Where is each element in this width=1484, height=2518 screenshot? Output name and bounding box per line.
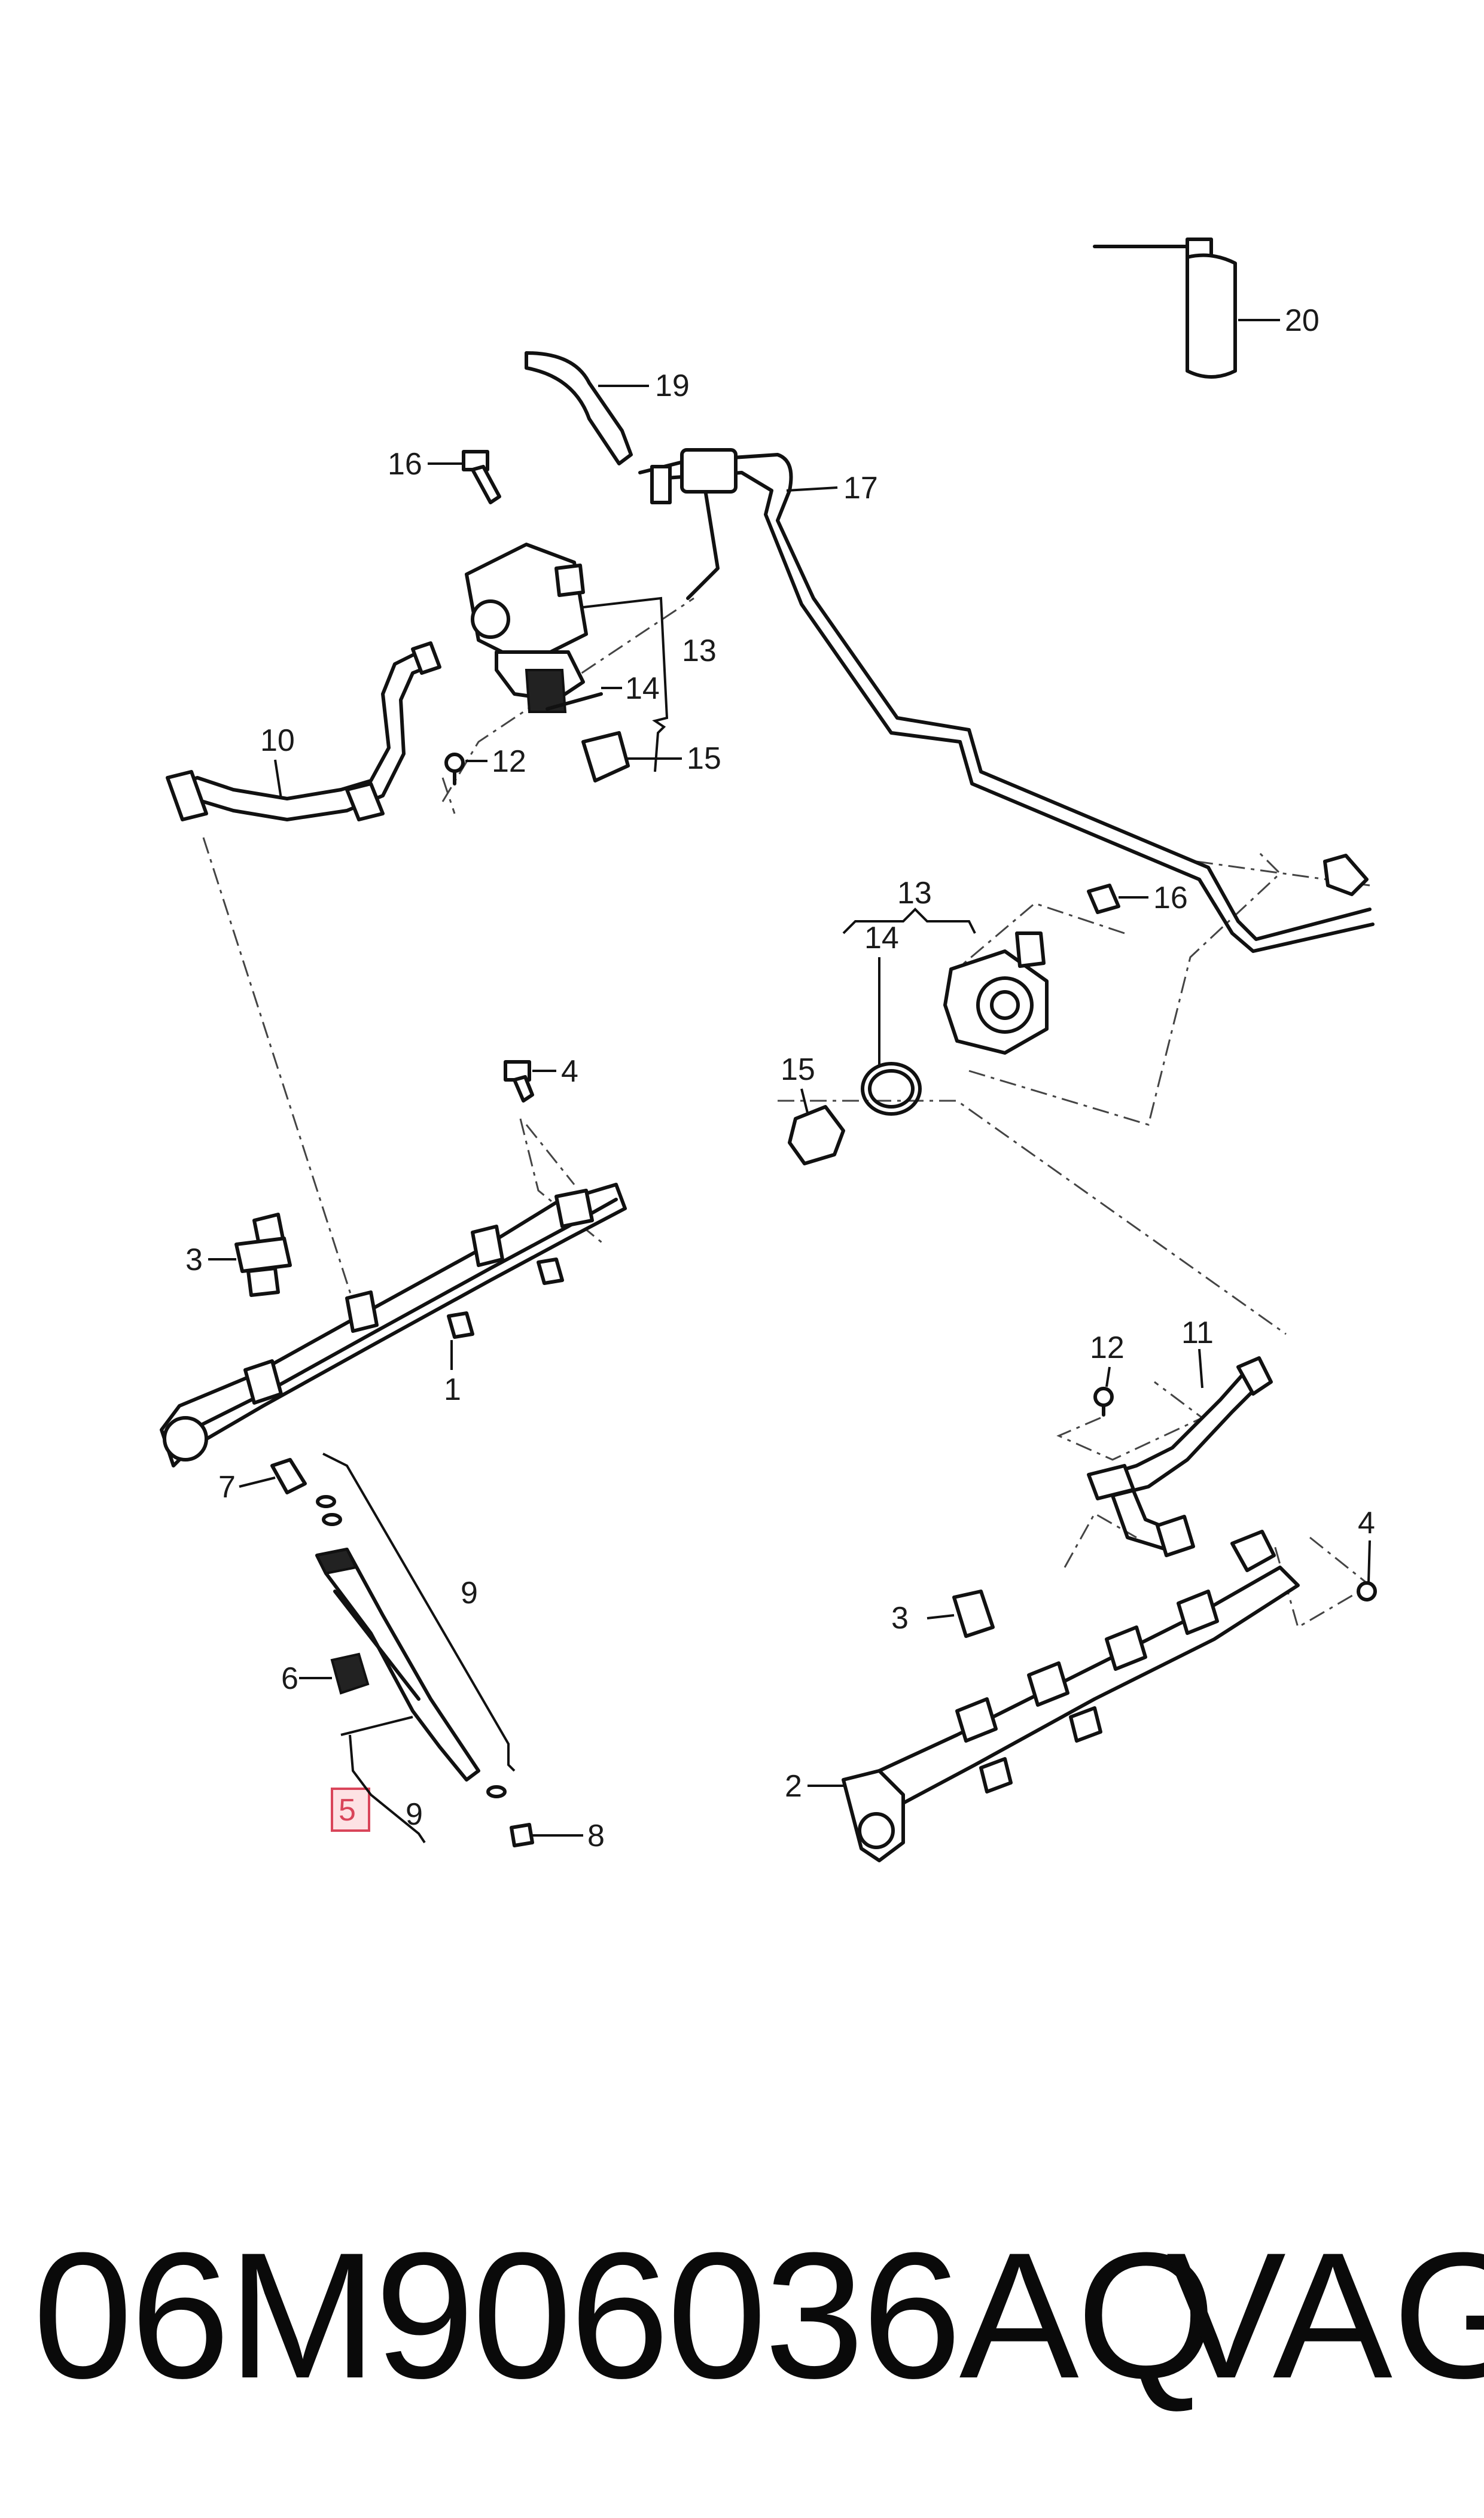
part-16-bolt-right: 16 [1087, 881, 1188, 915]
callout-14-top: 14 [625, 671, 660, 706]
part-7-clip: 7 [218, 1458, 307, 1505]
part-10-fuel-line: 10 [166, 641, 441, 821]
callout-12-right: 12 [1090, 1330, 1125, 1365]
part-1-fuel-rail: 1 [160, 1183, 627, 1467]
part-12-bolt-right: 12 [1090, 1330, 1125, 1417]
callout-7: 7 [218, 1470, 236, 1505]
callout-15-top: 15 [687, 741, 721, 776]
part-3-sensor-left: 3 [185, 1213, 292, 1297]
callout-13-top: 13 [682, 634, 717, 668]
part-5-injector-seal: 5 9 [331, 1734, 426, 1844]
part-11-fuel-line: 11 [1087, 1316, 1273, 1557]
callout-4-lower: 4 [1358, 1506, 1375, 1540]
callout-1: 1 [444, 1372, 461, 1407]
callout-5-highlight-box [331, 1788, 370, 1832]
callout-5[interactable]: 5 [339, 1793, 356, 1828]
part-8-clip: 8 [510, 1819, 605, 1853]
callout-9-upper: 9 [461, 1576, 478, 1610]
part-15-cup-right: 15 [781, 1052, 845, 1165]
callout-2: 2 [785, 1769, 802, 1804]
callout-14-right: 14 [864, 921, 899, 955]
part-6-nut: 6 [281, 1652, 370, 1696]
callout-11: 11 [1181, 1316, 1214, 1350]
callout-10: 10 [260, 723, 295, 758]
part-12-bolt-top: 12 [444, 744, 526, 785]
callout-3-left: 3 [185, 1243, 203, 1277]
part-number: 06M906036AQ [33, 2215, 1216, 2416]
part-3-sensor-right: 3 [891, 1590, 995, 1638]
part-20-spray-can: 20 [1093, 238, 1320, 379]
callout-13-right: 13 [897, 876, 932, 911]
callout-8: 8 [587, 1819, 605, 1853]
part-4-bolt-upper: 4 [504, 1054, 578, 1103]
callout-12-top: 12 [492, 744, 526, 779]
part-19-hose: 19 [525, 351, 690, 465]
assembly-guide-lines [202, 597, 1372, 1629]
part-17-pressure-pipe: 17 [638, 448, 1375, 953]
callout-19: 19 [655, 369, 690, 403]
part-4-bolt-lower: 4 [1357, 1506, 1377, 1601]
part-2-fuel-rail: 2 [785, 1530, 1300, 1862]
callout-16-top: 16 [388, 447, 422, 482]
callout-6: 6 [281, 1661, 298, 1696]
part-13-pump-right: 13 [842, 876, 1049, 1055]
callout-15-right: 15 [781, 1052, 815, 1087]
part-14-seal-top: 14 [546, 671, 660, 711]
callout-20: 20 [1285, 303, 1320, 338]
callout-16-right: 16 [1153, 881, 1188, 915]
part-9-injector-bracket: 9 [315, 1453, 516, 1798]
part-14-oring-right: 14 [861, 921, 922, 1116]
callout-3-right: 3 [891, 1601, 909, 1636]
brand-label: VAG [1166, 2215, 1484, 2416]
callout-4-upper: 4 [561, 1054, 578, 1089]
callout-17: 17 [843, 471, 878, 506]
callout-9-lower: 9 [406, 1797, 423, 1832]
part-13-pump-top: 13 [465, 543, 717, 772]
part-16-bolt-top: 16 [388, 447, 501, 504]
part-15-cup-top: 15 [581, 731, 721, 783]
